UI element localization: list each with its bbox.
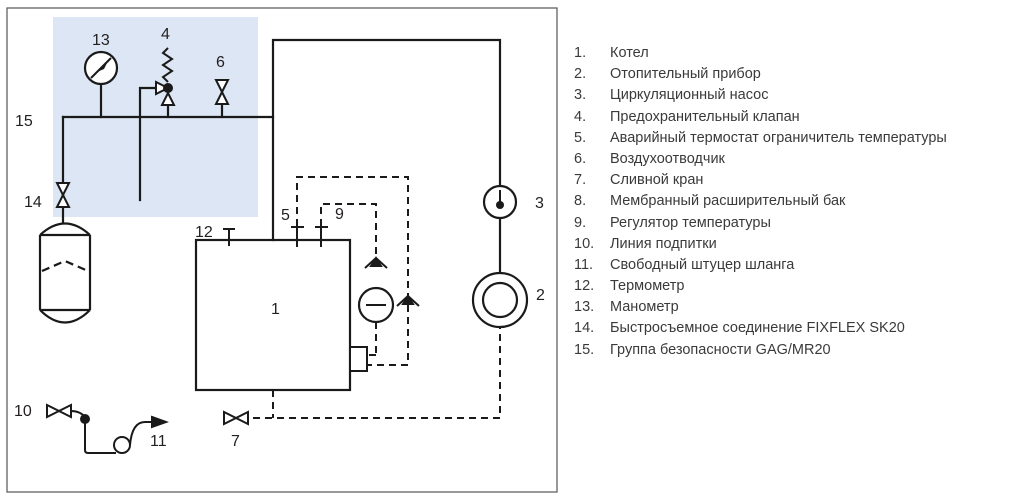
label-manometer: 13 xyxy=(92,32,110,49)
legend-list: 1.Котел 2.Отопительный прибор 3.Циркуляц… xyxy=(574,43,947,361)
circulation-pump-icon xyxy=(482,184,518,220)
legend-item: 15.Группа безопасности GAG/MR20 xyxy=(574,341,831,358)
label-safety-valve: 4 xyxy=(161,26,170,43)
legend-item: 5.Аварийный термостат ограничитель темпе… xyxy=(574,129,947,146)
legend-item: 7.Сливной кран xyxy=(574,172,704,189)
label-fill-line: 10 xyxy=(14,403,32,420)
legend-item: 2.Отопительный прибор xyxy=(574,66,761,83)
legend-item: 10.Линия подпитки xyxy=(574,235,717,252)
expansion-tank-icon xyxy=(38,222,92,324)
legend-item: 3.Циркуляционный насос xyxy=(574,87,769,104)
sensor-ports-icon xyxy=(291,226,328,247)
legend-item: 6.Воздухоотводчик xyxy=(574,150,725,167)
temperature-regulator-icon xyxy=(357,286,395,324)
radiator-icon xyxy=(471,271,529,329)
label-pump: 3 xyxy=(535,195,544,212)
label-radiator: 2 xyxy=(536,287,545,304)
label-boiler: 1 xyxy=(271,301,280,318)
legend-item: 12.Термометр xyxy=(574,278,685,295)
legend-item: 14.Быстросъемное соединение FIXFLEX SK20 xyxy=(574,320,905,337)
legend-item: 1.Котел xyxy=(574,45,649,61)
thermometer-icon xyxy=(223,228,235,246)
return-pipe xyxy=(253,327,501,419)
label-drain-valve: 7 xyxy=(231,433,240,450)
legend-item: 4.Предохранительный клапан xyxy=(574,108,800,125)
quick-connect-valve-icon xyxy=(55,182,71,208)
legend-item: 9.Регулятор температуры xyxy=(574,214,771,231)
legend-item: 13.Манометр xyxy=(574,299,679,316)
label-quick-connect: 14 xyxy=(24,194,42,211)
safety-valve-discharge xyxy=(138,86,158,202)
label-thermometer: 12 xyxy=(195,224,213,241)
supply-pipe xyxy=(271,38,502,242)
arrow-icon xyxy=(364,256,420,307)
air-vent-icon xyxy=(214,79,230,105)
label-safety-group: 15 xyxy=(15,113,33,130)
legend-item: 11.Свободный штуцер шланга xyxy=(574,256,795,273)
drain-valve-icon xyxy=(223,410,249,426)
label-hose-fitting: 11 xyxy=(150,433,167,450)
label-limit-thermostat: 5 xyxy=(281,207,290,224)
manometer-icon xyxy=(83,50,119,86)
regulator-wire xyxy=(320,203,377,262)
label-air-vent: 6 xyxy=(216,54,225,71)
diagram-frame xyxy=(6,7,558,493)
safety-valve-icon xyxy=(155,47,176,106)
fill-line-icon xyxy=(46,403,169,454)
label-temp-regulator: 9 xyxy=(335,206,344,223)
boiler-control-box xyxy=(349,346,368,372)
legend-item: 8.Мембранный расширительный бак xyxy=(574,193,846,210)
limit-thermostat-wire xyxy=(296,176,409,366)
